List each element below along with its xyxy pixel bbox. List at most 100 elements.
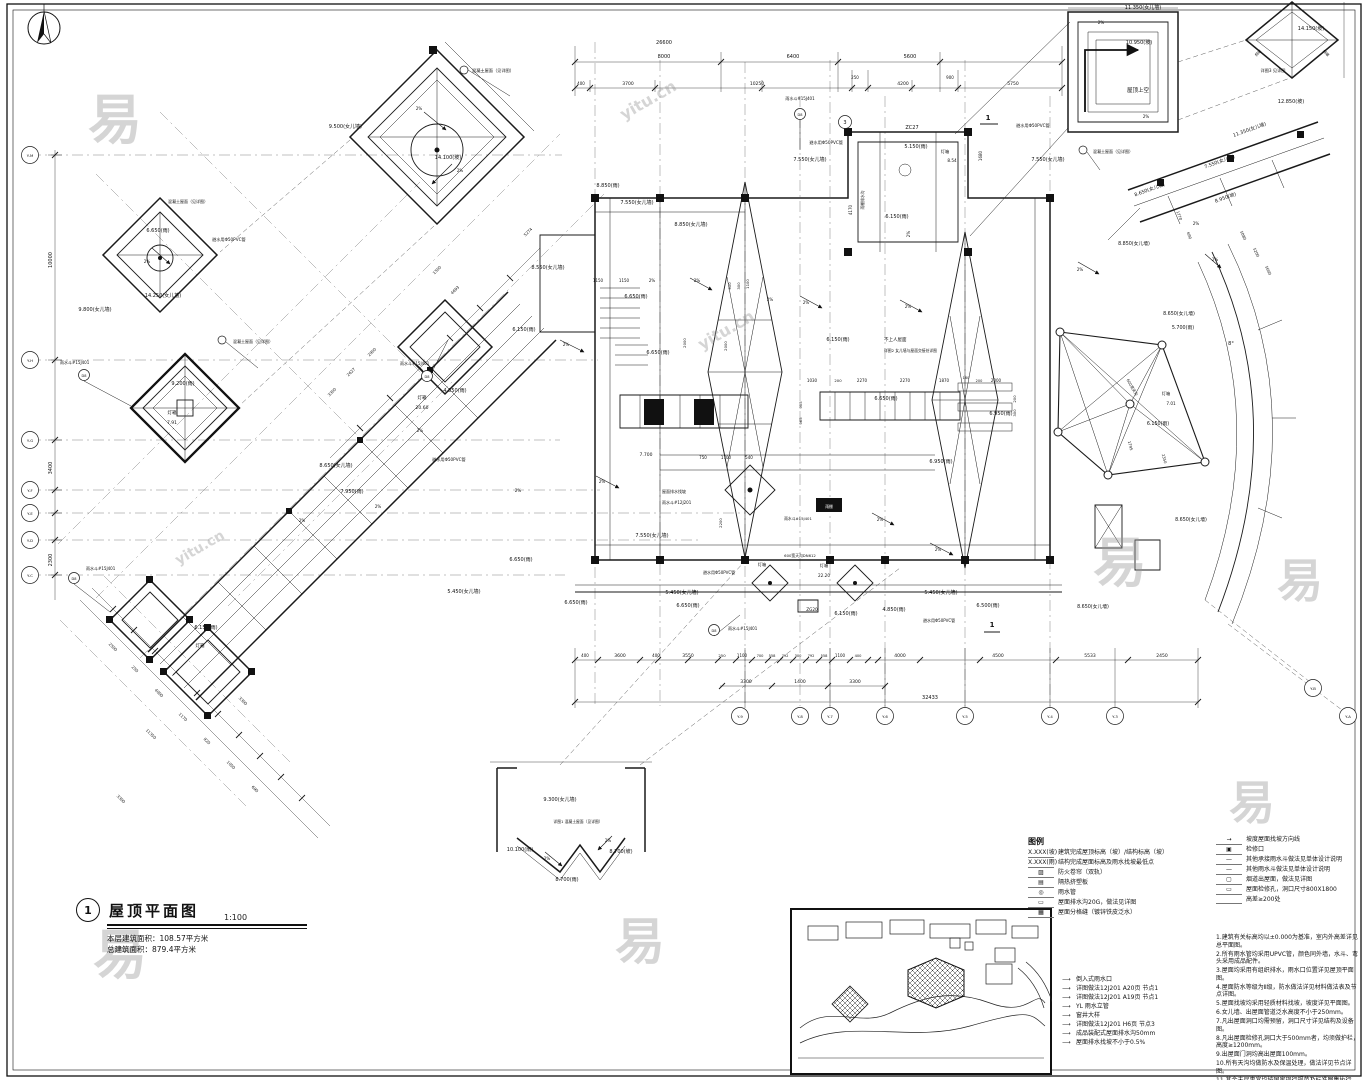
legend-item: ▣检修口 [1216, 846, 1362, 855]
annotation-text: 750 [699, 455, 707, 460]
annotation-text: 3300 [849, 679, 861, 685]
legend-title: 图例 [1028, 837, 1044, 846]
annotation-text: 690 [1186, 231, 1193, 240]
note-line: 3.屋面均采用有组织排水，雨水口位置详见屋顶平面图。 [1216, 967, 1354, 982]
annotation-text: 避水用Φ50PVC管 [923, 617, 955, 623]
annotation-text: 250 [718, 653, 726, 658]
annotation-text: 558 [821, 654, 829, 658]
annotation-text: 详图1 混凝土屋面（见详图） [553, 819, 602, 824]
annotation-text: 4.850(雨) [882, 607, 905, 613]
annotation-text: 8.650(女儿墙) [1133, 181, 1165, 199]
annotation-text: 14.100(坡) [435, 154, 461, 161]
annotation-text: 8.850(女儿墙) [674, 221, 707, 228]
annotation-text: 250 [131, 664, 140, 673]
detail-item: 倒入式雨水口 [1062, 976, 1212, 984]
annotation-text: 905 [798, 401, 803, 409]
annotation-text: 3600 [614, 653, 626, 659]
annotation-text: 5660 [1264, 265, 1273, 276]
annotation-text: 6.650(雨) [146, 228, 169, 234]
annotation-text: 雨棚 [825, 504, 833, 509]
annotation-text: ZC27 [905, 125, 918, 131]
title-underline [107, 924, 307, 929]
annotation-text: 4000 [894, 653, 906, 659]
thin-linework [73, 2, 1338, 881]
annotation-text: Y-E [27, 511, 33, 516]
annotation-text: Y-H [27, 358, 33, 363]
annotation-text: 2000 [682, 338, 687, 348]
annotation-text: 混凝土屋面（见详图） [472, 67, 514, 74]
detail-item: 详图做法12J201 A19页 节点1 [1062, 994, 1212, 1002]
annotation-text: 5750 [1007, 81, 1019, 87]
annotation-text: Y-7 [827, 714, 833, 719]
note-line: 6.女儿墙、出屋面管道泛水高度不小于250mm。 [1216, 1009, 1347, 1016]
dimension-ticks [51, 58, 1202, 802]
annotation-text: 1500 [432, 264, 443, 275]
annotation-text: 2% [1212, 257, 1219, 262]
annotation-text: 3300 [740, 679, 752, 685]
legend-symbol: ▦ [1028, 909, 1054, 918]
annotation-text: 避水用Φ50PVC管 [432, 456, 466, 463]
annotation-text: 8.700(雨) [555, 877, 578, 883]
annotation-text: 3300 [327, 386, 338, 397]
legend-symbol: → [1216, 836, 1242, 845]
annotation-text: 混凝土屋面（见详图） [168, 198, 208, 204]
annotation-text: 3300 [238, 696, 249, 707]
annotation-text: 5200 [1252, 247, 1261, 258]
legend-item: ◎雨水管 [1028, 889, 1212, 898]
annotation-text: Y-F [27, 488, 32, 493]
annotation-text: Y-D [27, 538, 33, 543]
annotation-text: 965 [798, 417, 803, 425]
annotation-text: 1100 [745, 279, 750, 289]
annotation-text: 2900 [367, 346, 378, 357]
annotation-text: 2% [905, 304, 912, 309]
annotation-text: 2% [1098, 20, 1105, 25]
annotation-text: 8.850(女儿墙) [1118, 240, 1150, 247]
annotation-text: 20.60 [416, 405, 429, 411]
annotation-text: ZG20 [806, 607, 818, 612]
annotation-text: 2% [906, 231, 911, 238]
annotation-text: 避水用Φ50PVC管 [212, 236, 246, 243]
annotation-text: 6.150(雨) [1147, 421, 1169, 427]
legend-symbol: ▤ [1028, 879, 1054, 888]
annotation-text: 雨水斗#15J401 [60, 359, 90, 365]
annotation-text: 540 [745, 455, 753, 460]
annotation-text: 300 [1012, 409, 1017, 417]
annotation-text: 避水用Φ50PVC管 [703, 569, 735, 575]
annotation-text: 7.91 [167, 420, 177, 426]
legend-label: 烟道出屋面，做法见详图 [1246, 876, 1313, 883]
annotation-text: 600宽天沟 [1125, 378, 1139, 397]
annotation-text: 8.650(女儿墙) [1175, 516, 1207, 523]
annotation-text: 400 [577, 81, 585, 86]
annotation-text: 2% [1077, 267, 1084, 272]
annotation-text: 2000 [723, 341, 728, 351]
annotation-text: 2% [694, 278, 701, 283]
annotation-text: 雨水斗#12J201 [662, 499, 692, 505]
annotation-text: 5.700(雨) [1172, 325, 1194, 331]
annotation-text: 2% [935, 547, 942, 552]
annotation-text: 1770 [1175, 210, 1183, 221]
annotation-text: 3400 [48, 462, 54, 475]
annotation-text: Y-C [27, 573, 33, 578]
legend-symbol: ◎ [1028, 889, 1054, 898]
annotation-text: 灯箱 [168, 409, 177, 416]
annotation-text: Y-5 [962, 714, 968, 719]
annotation-text: 5274 [523, 226, 534, 237]
annotation-text: Y-B [1310, 686, 1316, 691]
annotation-text: 2627 [346, 366, 357, 377]
annotation-text: 雨水斗#15J401 [86, 565, 116, 571]
annotation-text: 690 [251, 784, 260, 793]
annotation-text: Y-9 [737, 714, 743, 719]
annotation-text: 2% [649, 278, 656, 283]
annotation-text: 4000 [154, 688, 165, 699]
legend-label: 建筑完成屋顶标高（坡）/结构标高（坡） [1058, 849, 1169, 856]
dimension-lines [48, 2, 1345, 839]
annotation-text: 400 [855, 654, 863, 658]
annotation-text: 900 [727, 282, 732, 290]
annotation-text: 10.100(雨) [507, 847, 533, 853]
annotation-text: 混凝土屋面（见详图） [1093, 148, 1133, 154]
annotation-text: 7.550(女儿墙) [1031, 156, 1064, 163]
annotation-text: 2% [544, 856, 551, 861]
legend-item: ▭屋面排水沟20G，做法见详图 [1028, 899, 1212, 908]
legend-item: X.XXX(坡)建筑完成屋顶标高（坡）/结构标高（坡） [1028, 849, 1212, 858]
